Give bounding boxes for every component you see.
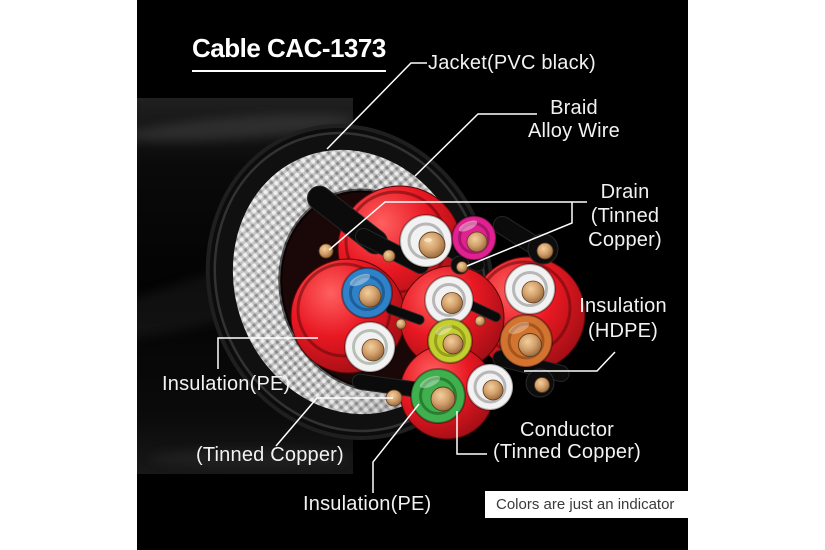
leader-insulation-pe-bottom — [372, 403, 420, 493]
label-jacket: Jacket(PVC black) — [428, 52, 596, 74]
label-braid: Braid Alloy Wire — [527, 97, 620, 142]
drain-wire-left — [318, 243, 334, 259]
wire-blue — [341, 267, 393, 319]
leader-conductor — [456, 411, 487, 455]
wire-magenta — [451, 215, 497, 261]
wire-green — [410, 368, 466, 424]
leader-insulation-hdpe — [524, 351, 616, 372]
wire-orange — [499, 314, 553, 368]
wire-white-left — [344, 321, 396, 373]
wire-white-top — [399, 214, 453, 268]
label-insulation-pe-bottom: Insulation(PE) — [303, 493, 432, 515]
label-drain: Drain (Tinned Copper) — [588, 181, 662, 251]
drain-wire-topleft — [382, 249, 396, 263]
insulated-conductors — [341, 214, 556, 424]
drain-wires — [318, 243, 486, 330]
wire-white-right — [504, 263, 556, 315]
hdpe-wire-topright — [527, 233, 559, 265]
leader-tinned-copper — [275, 397, 393, 447]
leader-insulation-pe-left — [217, 337, 318, 369]
label-tinned-copper: (Tinned Copper) — [196, 444, 344, 466]
leader-braid — [414, 113, 537, 177]
wire-white-middle — [424, 275, 474, 325]
leader-lines — [217, 62, 616, 493]
page-title: Cable CAC-1373 — [192, 33, 386, 72]
label-conductor: Conductor (Tinned Copper) — [493, 419, 641, 463]
leader-drain-1 — [328, 201, 587, 251]
wire-white-bottom — [466, 363, 514, 411]
label-insulation-hdpe: Insulation (HDPE) — [579, 295, 667, 342]
label-insulation-pe-left: Insulation(PE) — [162, 373, 291, 395]
note-badge: Colors are just an indicator — [485, 491, 693, 518]
leader-drain-2 — [466, 202, 573, 267]
drain-wire-mid2 — [474, 315, 486, 327]
hdpe-wire-bottomright — [525, 368, 555, 398]
drain-wire-center — [450, 255, 470, 275]
leader-jacket — [326, 62, 427, 150]
drain-wire-mid1 — [395, 318, 407, 330]
page-title-text: Cable CAC-1373 — [192, 33, 386, 72]
wire-yellow — [427, 318, 473, 364]
